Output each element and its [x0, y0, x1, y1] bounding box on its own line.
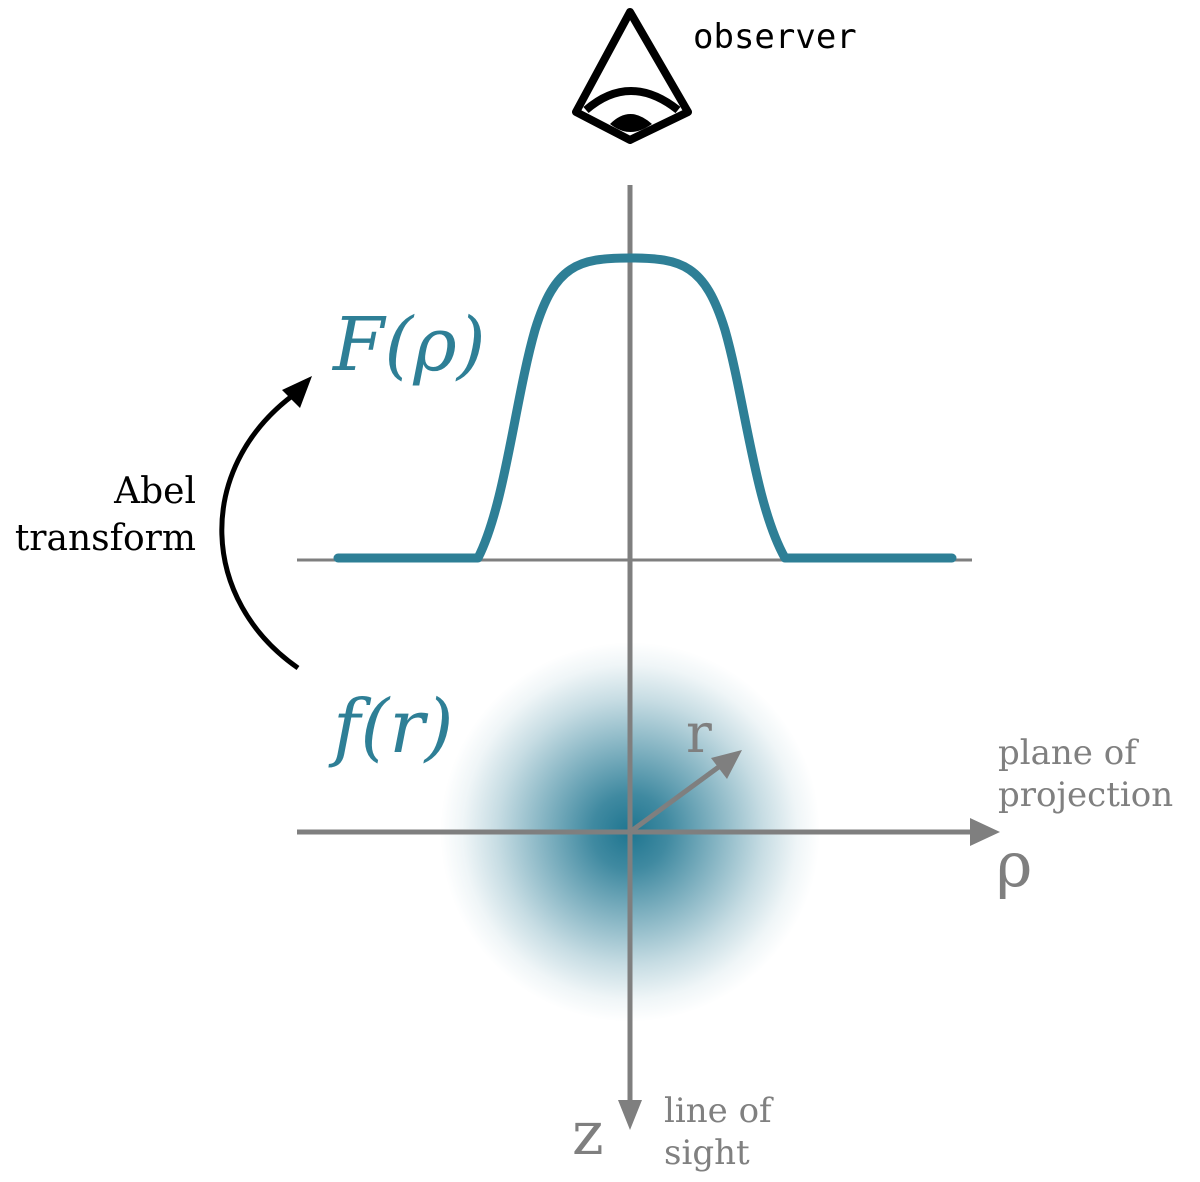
r-vector-label: r: [686, 702, 712, 765]
r-vector: [628, 763, 722, 835]
sight-label-line2: sight: [664, 1133, 750, 1173]
rho-axis-arrowhead: [970, 818, 1000, 846]
rho-axis-label: ρ: [996, 828, 1032, 901]
z-axis-arrowhead: [618, 1100, 642, 1130]
plane-label-line1: plane of: [998, 733, 1139, 773]
plane-label-line2: projection: [998, 775, 1173, 815]
projection-curve: [333, 253, 957, 563]
z-axis-label: z: [572, 1099, 604, 1169]
abel-transform-arrowhead: [282, 376, 312, 408]
r-vector-arrowhead: [711, 750, 742, 779]
eye-icon: [572, 8, 692, 144]
f-r-label: f(r): [328, 684, 454, 770]
abel-label-line1: Abel: [113, 471, 196, 512]
abel-transform-arrow: [219, 394, 300, 671]
observer-label: observer: [693, 17, 857, 57]
F-rho-label: F(ρ): [331, 302, 486, 388]
sight-label-line1: line of: [664, 1091, 774, 1131]
abel-label-line2: transform: [15, 518, 196, 559]
